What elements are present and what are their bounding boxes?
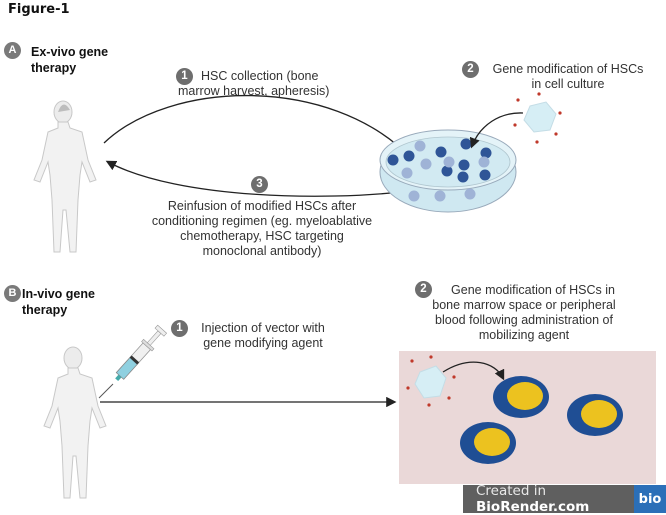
step-a2-label: Gene modification of HSCs in cell cultur… [492,62,644,91]
syringe-icon [98,324,168,399]
cell-nucleus [581,400,617,428]
hsc-cell [478,156,490,168]
cell-nucleus [507,382,543,410]
hsc-cell [479,169,491,181]
human-figure-icon-a [33,100,97,253]
hsc-cell [441,165,453,177]
step-b1-badge: 1 [171,320,188,337]
hsc-cell [443,156,455,168]
step-b1-label: Injection of vector with gene modifying … [201,321,325,350]
hsc-cell [414,140,426,152]
petri-dish-icon [379,129,517,213]
hsc-cell [435,146,447,158]
hsc-cell [464,188,476,200]
step-a3-badge: 3 [251,176,268,193]
step-a2-badge: 2 [462,61,479,78]
human-figure-icon-b [43,346,107,499]
section-a-badge: A [4,42,21,59]
figure-title: Figure-1 [8,2,70,17]
cell-nucleus [474,428,510,456]
hsc-cell [480,147,492,159]
step-a1-label: HSC collection (bone marrow harvest, aph… [178,69,330,98]
section-b-title: In-vivo gene therapy [22,287,95,317]
viral-vector-icon-a [513,92,562,144]
hsc-cell [408,190,420,202]
hsc-cell [420,158,432,170]
viral-vector-icon-b [406,355,456,407]
hsc-cell [434,190,446,202]
biorender-watermark[interactable]: Created in BioRender.com bio [463,483,666,515]
hsc-cells [460,376,623,464]
hsc-cell [387,154,399,166]
section-a-title: Ex-vivo gene therapy [31,45,109,75]
section-b-badge: B [4,285,21,302]
hsc-cell [458,159,470,171]
arrow-collection [103,94,412,159]
arrow-reinfusion [105,160,401,197]
step-a3-label: Reinfusion of modified HSCs after condit… [151,199,373,258]
arrow-vector-to-dish [469,112,524,149]
watermark-text: Created in BioRender.com [476,483,590,515]
step-b2-badge: 2 [415,281,432,298]
step-a1-badge: 1 [176,68,193,85]
hsc-cell [460,138,472,150]
arrow-vector-to-cell [442,361,505,381]
step-b2-label: Gene modification of HSCs in bone marrow… [432,283,616,342]
hsc-cell [401,167,413,179]
hsc-cell [457,171,469,183]
hsc-cell [403,150,415,162]
biorender-logo-icon: bio [634,485,666,513]
